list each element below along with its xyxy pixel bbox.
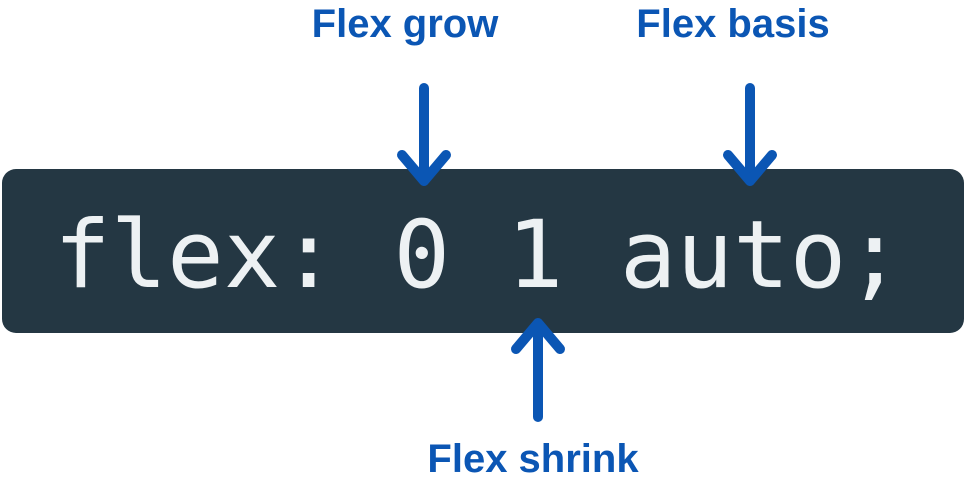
flex-grow-arrow-icon [397,83,451,186]
flex-basis-arrow-icon [723,83,777,186]
code-box: flex: 0 1 auto; [2,169,964,333]
flex-shrink-arrow-icon [511,318,565,422]
code-text: flex: 0 1 auto; [54,200,903,310]
flex-basis-label: Flex basis [636,2,830,46]
flex-shrink-label: Flex shrink [427,437,639,481]
flex-grow-label: Flex grow [311,2,499,46]
